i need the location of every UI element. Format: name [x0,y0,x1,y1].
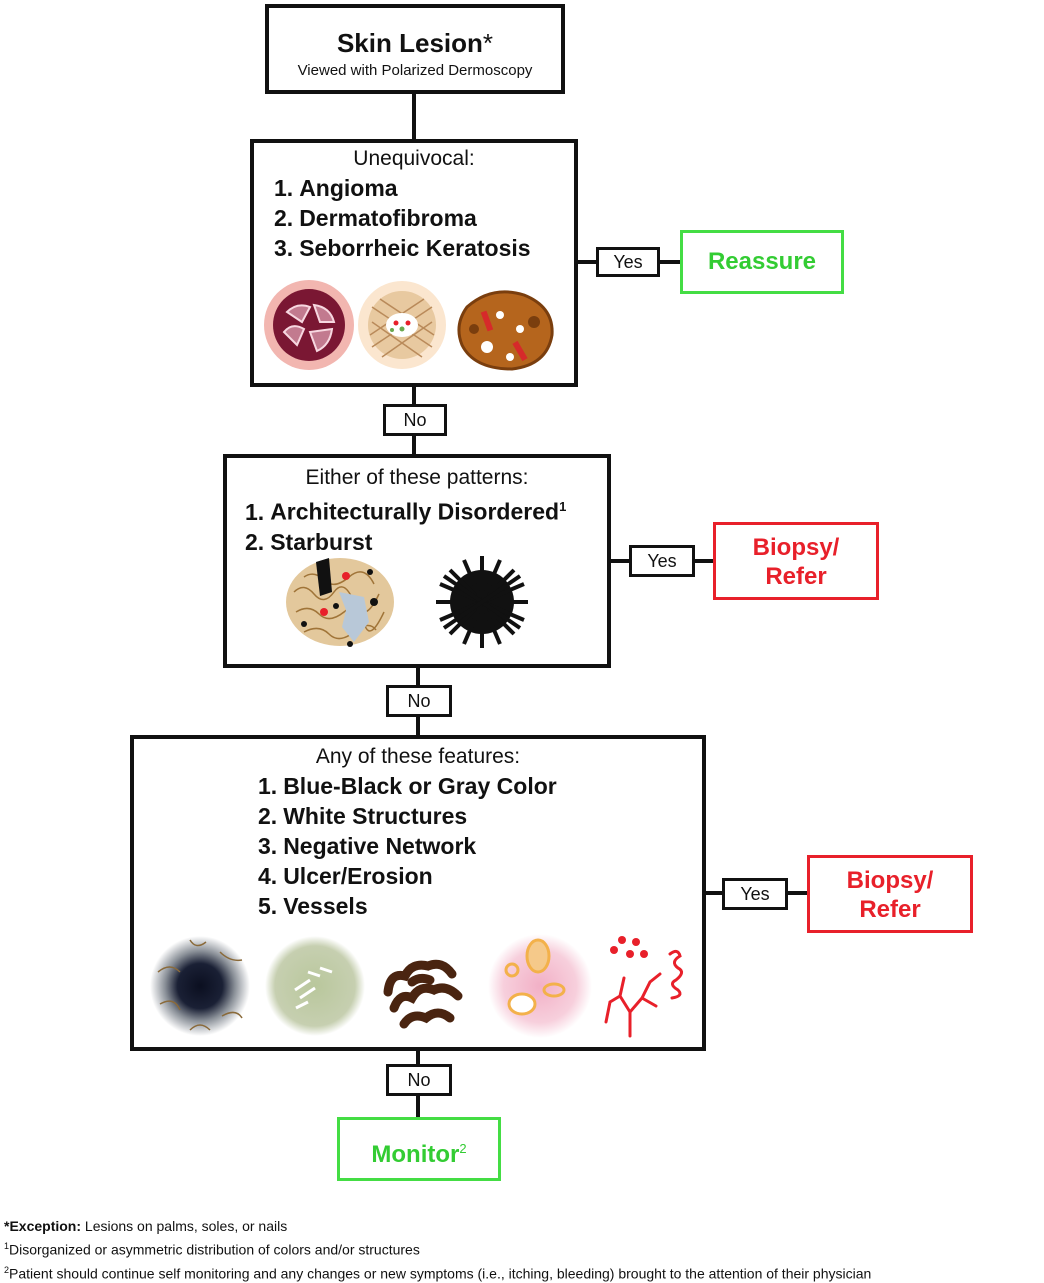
footnote-2: 2Patient should continue self monitoring… [4,1264,872,1282]
step3-item: 1.Blue-Black or Gray Color [258,773,557,799]
step2-node: Either of these patterns: 1.Architectura… [223,454,611,668]
step2-biopsy-refer-outcome: Biopsy/ Refer [713,522,879,600]
starburst-icon [436,556,528,648]
start-title: Skin Lesion* [336,28,494,58]
step3-list: 1.Blue-Black or Gray Color 2.White Struc… [258,771,702,921]
start-node: Skin Lesion* Viewed with Polarized Dermo… [265,4,565,94]
step2-list: 1.Architecturally Disordered1 2.Starburs… [245,492,607,557]
step1-no-label: No [383,404,447,436]
step3-no-label: No [386,1064,452,1096]
step1-item: 1.Angioma [274,175,398,201]
step2-lead: Either of these patterns: [305,466,529,489]
step2-icons [286,556,528,648]
step1-list: 1.Angioma 2.Dermatofibroma 3.Seborrheic … [274,173,574,263]
blue-black-color-icon [150,936,250,1036]
step1-yes-label: Yes [596,247,660,277]
footnotes: *Exception: Lesions on palms, soles, or … [4,1216,871,1283]
step2-yes-label: Yes [629,545,695,577]
step3-item: 3.Negative Network [258,833,477,859]
step3-icons [150,934,683,1038]
step3-item: 4.Ulcer/Erosion [258,863,433,889]
step2-item: 2.Starburst [245,528,373,555]
step3-yes-label: Yes [722,878,788,910]
step3-biopsy-refer-outcome: Biopsy/ Refer [807,855,973,933]
seborrheic-keratosis-icon [457,290,554,371]
negative-network-icon [375,936,475,1036]
step3-item: 5.Vessels [258,893,368,919]
step1-lead: Unequivocal: [353,147,475,170]
step1-item: 3.Seborrheic Keratosis [274,235,531,261]
angioma-icon [264,280,354,370]
step2-no-label: No [386,685,452,717]
vessels-icon [604,936,683,1038]
footnote-1: 1Disorganized or asymmetric distribution… [4,1241,420,1258]
step1-icons [264,280,554,371]
ulcer-erosion-icon [488,934,592,1038]
step3-item: 2.White Structures [258,803,468,829]
architecturally-disordered-icon [286,558,394,647]
dermatofibroma-icon [358,281,446,369]
white-structures-icon [265,936,365,1036]
step1-item: 2.Dermatofibroma [274,205,477,231]
footnote-exception: *Exception: Lesions on palms, soles, or … [4,1218,288,1234]
start-subtitle: Viewed with Polarized Dermoscopy [297,62,533,79]
step3-lead: Any of these features: [315,745,521,768]
step2-item: 1.Architecturally Disordered1 [245,498,567,525]
reassure-outcome: Reassure [680,230,844,294]
monitor-outcome: Monitor2 [337,1117,501,1181]
